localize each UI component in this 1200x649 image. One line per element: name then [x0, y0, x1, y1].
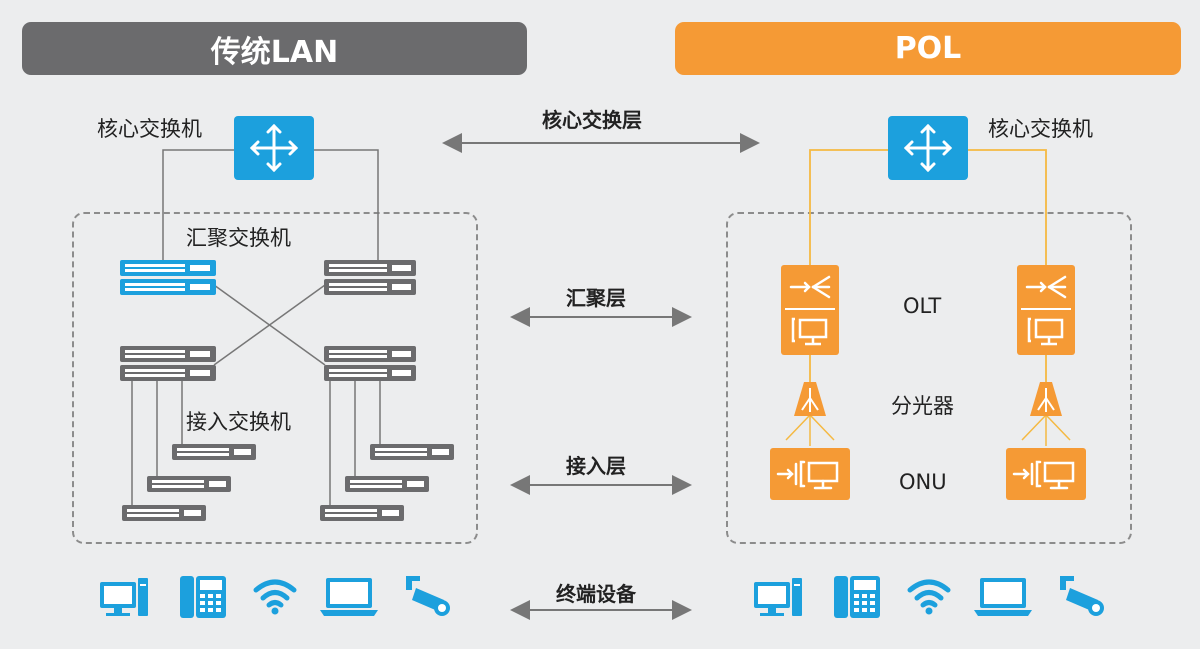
- lan-banner: 传统LAN: [22, 22, 527, 75]
- lan-small-switch-r3-icon: [370, 444, 454, 460]
- lan-drop-l3: [172, 378, 183, 452]
- lan-drop-l2: [147, 378, 158, 484]
- pol-banner: POL: [675, 22, 1181, 75]
- olt-label: OLT: [903, 294, 942, 318]
- pol-desktop-icon: [754, 578, 802, 616]
- pol-device-group: [726, 212, 1132, 544]
- onu-left-icon: [770, 448, 850, 500]
- splitter-right-icon: [1030, 382, 1062, 416]
- lan-small-switch-l3-icon: [172, 444, 256, 460]
- olt-left-icon: [781, 265, 839, 355]
- splitter-left-icon: [794, 382, 826, 416]
- lan-core-label: 核心交换机: [97, 117, 202, 141]
- agg-layer-label: 汇聚层: [566, 286, 626, 310]
- lan-laptop-icon: [320, 578, 378, 616]
- lan-desktop-icon: [100, 578, 148, 616]
- lan-wifi-icon: [253, 579, 297, 615]
- lan-agg-cross-2: [213, 284, 326, 366]
- core-layer-label: 核心交换层: [542, 108, 642, 132]
- lan-agg-label: 汇聚交换机: [186, 226, 291, 250]
- lan-drop-r3: [370, 378, 381, 452]
- lan-core-router-icon: [234, 116, 314, 180]
- pol-camera-icon: [1060, 576, 1104, 616]
- splitter-label: 分光器: [891, 394, 954, 418]
- lan-camera-icon: [406, 576, 450, 616]
- lan-access-label: 接入交换机: [186, 410, 291, 434]
- lan-small-switch-r1-icon: [320, 505, 404, 521]
- olt-right-icon: [1017, 265, 1075, 355]
- onu-label: ONU: [899, 470, 947, 494]
- lan-drop-r2: [345, 378, 356, 484]
- lan-agg-switch-gray-icon: [324, 260, 416, 295]
- terminal-layer-label: 终端设备: [556, 582, 636, 606]
- lan-drop-r1: [320, 378, 331, 513]
- pol-core-router-icon: [888, 116, 968, 180]
- pol-fiber-left: [809, 149, 890, 265]
- pol-core-label: 核心交换机: [988, 117, 1093, 141]
- lan-drop-l1: [122, 378, 133, 513]
- onu-right-icon: [1006, 448, 1086, 500]
- lan-ip-phone-icon: [180, 576, 226, 618]
- pol-laptop-icon: [974, 578, 1032, 616]
- lan-core-link-right: [312, 149, 379, 260]
- lan-core-link-left: [162, 149, 236, 260]
- lan-small-switch-r2-icon: [345, 476, 429, 492]
- lan-switch-group: [72, 212, 478, 544]
- pol-ip-phone-icon: [834, 576, 880, 618]
- access-layer-label: 接入层: [566, 454, 626, 478]
- lan-small-switch-l2-icon: [147, 476, 231, 492]
- pol-fiber-right: [966, 149, 1047, 265]
- lan-agg-switch-blue-icon: [120, 260, 216, 295]
- pol-wifi-icon: [907, 579, 951, 615]
- lan-access-switch-left-icon: [120, 346, 216, 381]
- lan-small-switch-l1-icon: [122, 505, 206, 521]
- lan-access-switch-right-icon: [324, 346, 416, 381]
